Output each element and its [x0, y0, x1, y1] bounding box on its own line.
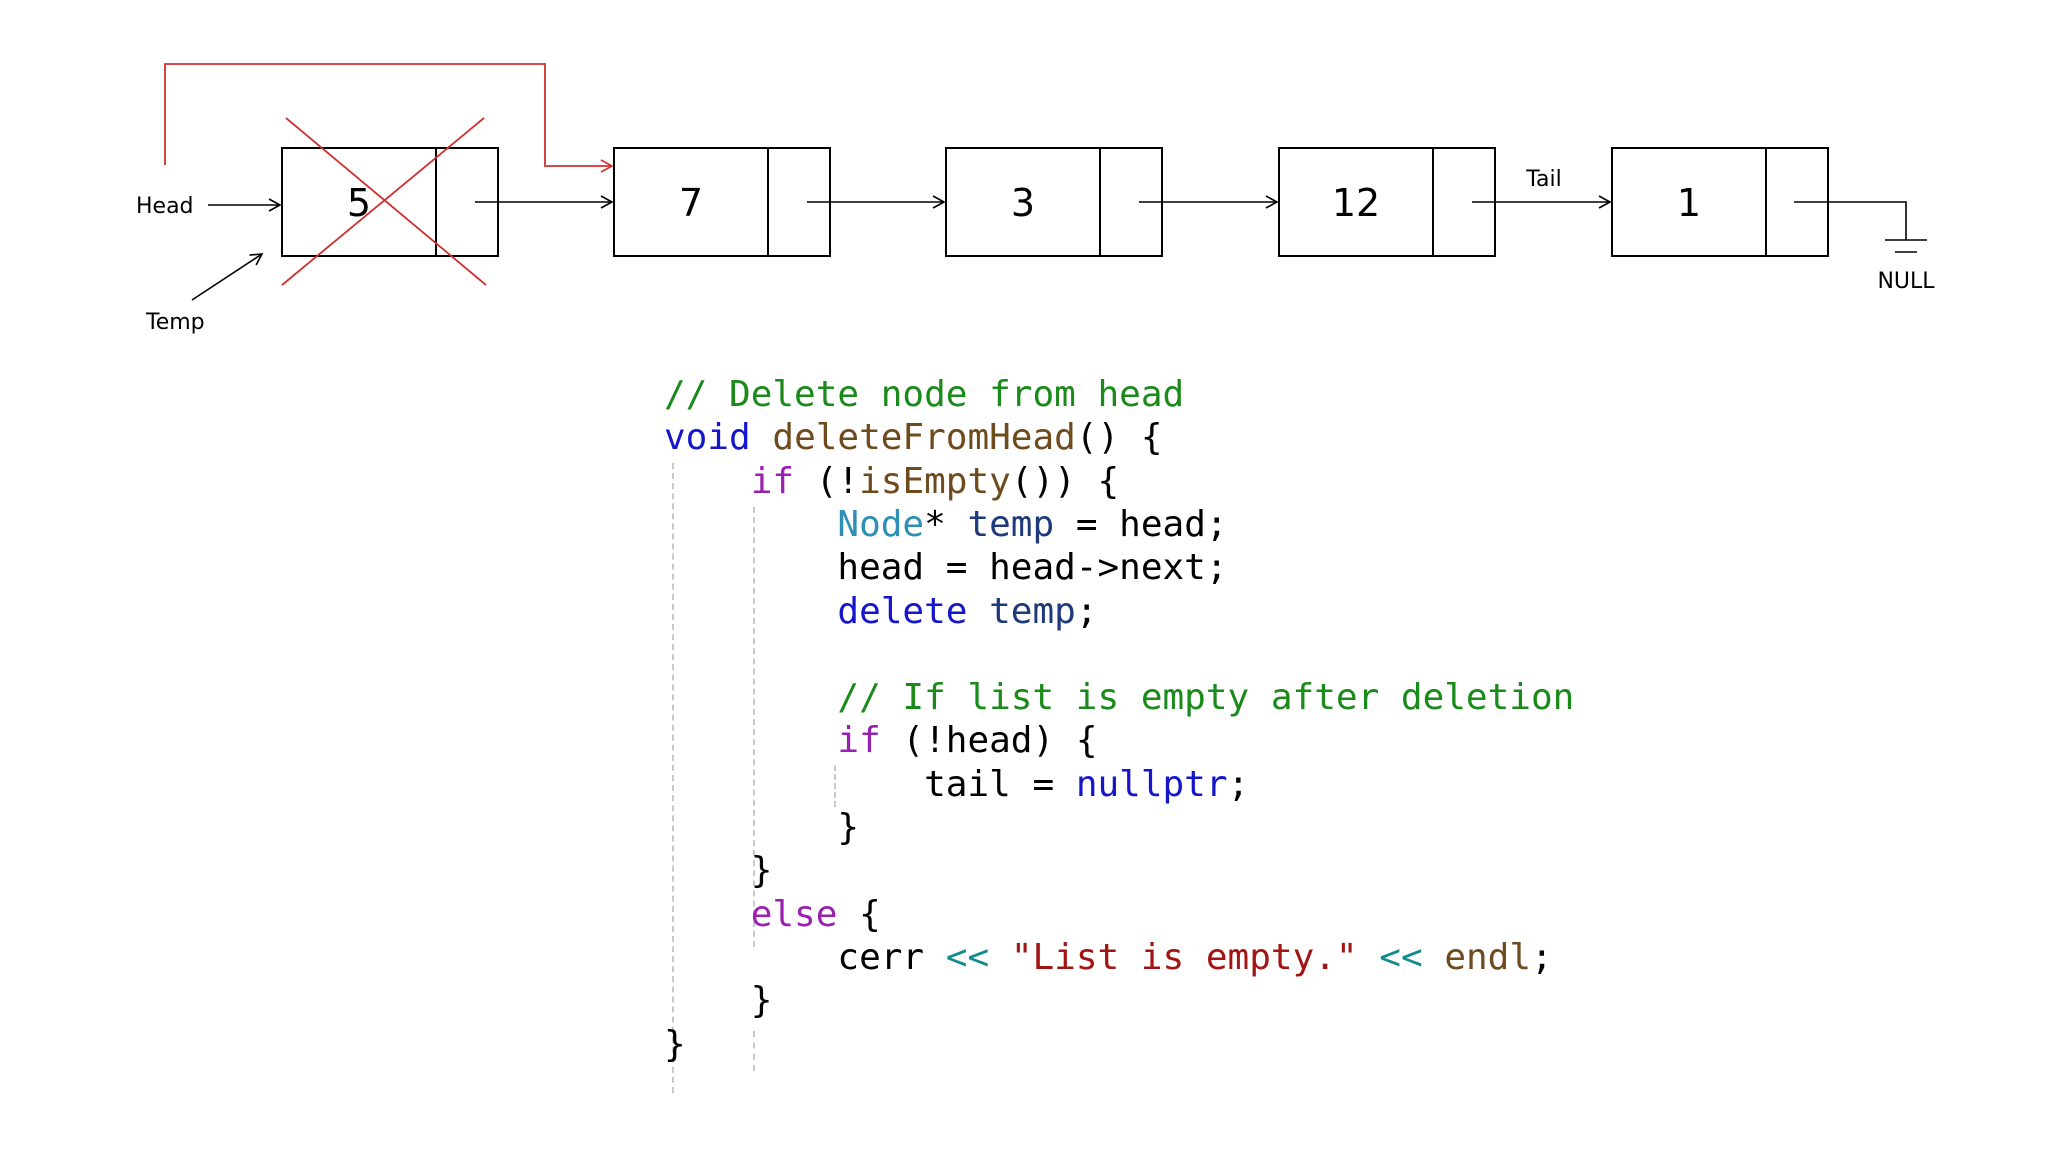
indent-guide — [672, 463, 674, 1093]
code-line: } — [664, 1023, 686, 1066]
code-token: = head; — [1054, 503, 1228, 545]
linked-list-diagram: 5 7 3 12 1 NULL Head Temp Tail — [136, 63, 1935, 335]
code-line: delete temp; — [664, 590, 1098, 633]
code-token: (!head) { — [880, 720, 1098, 762]
code-token: << — [1379, 936, 1423, 978]
code-token: temp — [989, 590, 1076, 632]
code-token — [664, 677, 837, 718]
code-token: nullptr — [1075, 763, 1228, 805]
tail-label: Tail — [1525, 167, 1562, 192]
code-line: else { — [664, 893, 881, 936]
code-token — [664, 591, 837, 632]
code-token: Node — [837, 503, 925, 545]
code-token — [664, 720, 837, 761]
null-label: NULL — [1877, 269, 1935, 294]
code-token: cerr — [664, 936, 946, 978]
code-token: "List is empty." — [1010, 936, 1358, 978]
node-1: 7 — [613, 147, 831, 257]
code-token: ; — [1075, 590, 1098, 632]
code-token: (! — [794, 460, 860, 502]
code-token: head = head->next; — [664, 547, 1228, 589]
code-token: } — [664, 980, 773, 1022]
node-0: 5 — [281, 147, 499, 257]
code-token: () { — [1075, 417, 1163, 459]
code-line: // If list is empty after deletion — [664, 676, 1574, 719]
code-token: } — [664, 850, 773, 892]
code-line: } — [664, 849, 773, 892]
deleted-cross-icon — [281, 117, 487, 286]
temp-arrow — [191, 253, 264, 301]
indent-guide — [753, 1031, 755, 1071]
node-value: 1 — [1677, 181, 1701, 225]
code-token: else — [750, 893, 838, 935]
code-token: isEmpty — [859, 460, 1011, 502]
null-ground-icon — [1794, 201, 1927, 253]
code-line: cerr << "List is empty." << endl; — [664, 936, 1553, 979]
indent-guide — [834, 765, 836, 807]
code-token: deleteFromHead — [772, 417, 1076, 459]
code-token: << — [945, 936, 990, 978]
code-token: endl — [1444, 936, 1532, 978]
code-line: Node* temp = head; — [664, 503, 1228, 546]
code-token: } — [664, 1023, 686, 1065]
code-token: * — [924, 503, 968, 545]
code-line: tail = nullptr; — [664, 763, 1249, 806]
code-token: delete — [837, 590, 968, 632]
temp-label: Temp — [145, 310, 205, 335]
code-token: if — [750, 460, 795, 502]
code-token: void — [664, 417, 751, 459]
code-line: if (!head) { — [664, 719, 1098, 762]
code-token: } — [664, 807, 860, 848]
code-token — [664, 894, 751, 935]
node-value: 7 — [679, 181, 703, 225]
indent-guide — [753, 507, 755, 947]
code-line: head = head->next; — [664, 546, 1228, 589]
node-3: 12 — [1278, 147, 1496, 257]
code-token — [664, 461, 751, 502]
code-token — [751, 417, 773, 458]
code-line: void deleteFromHead() { — [664, 416, 1163, 459]
code-token — [1358, 937, 1380, 978]
code-token: // Delete node from head — [664, 374, 1185, 415]
code-line: // Delete node from head — [664, 373, 1184, 416]
code-line: } — [664, 979, 773, 1022]
head-label: Head — [136, 194, 194, 219]
code-token: temp — [967, 503, 1055, 545]
node-value: 12 — [1332, 181, 1380, 225]
code-token — [664, 504, 837, 545]
node-value: 5 — [347, 181, 371, 225]
code-line: } — [664, 806, 859, 849]
code-token: tail = — [664, 763, 1076, 805]
node-value: 3 — [1011, 181, 1035, 225]
code-token — [1423, 937, 1445, 978]
code-token: ; — [1531, 936, 1553, 978]
code-token: // If list is empty after deletion — [837, 677, 1575, 719]
code-token: ()) { — [1010, 460, 1120, 502]
code-token — [989, 937, 1011, 978]
code-token: { — [837, 893, 881, 935]
head-bypass-arrow — [164, 63, 614, 173]
code-token — [967, 591, 989, 632]
code-token: ; — [1227, 763, 1250, 805]
code-token: if — [837, 720, 881, 762]
node-2: 3 — [945, 147, 1163, 257]
code-line: if (!isEmpty()) { — [664, 460, 1119, 503]
